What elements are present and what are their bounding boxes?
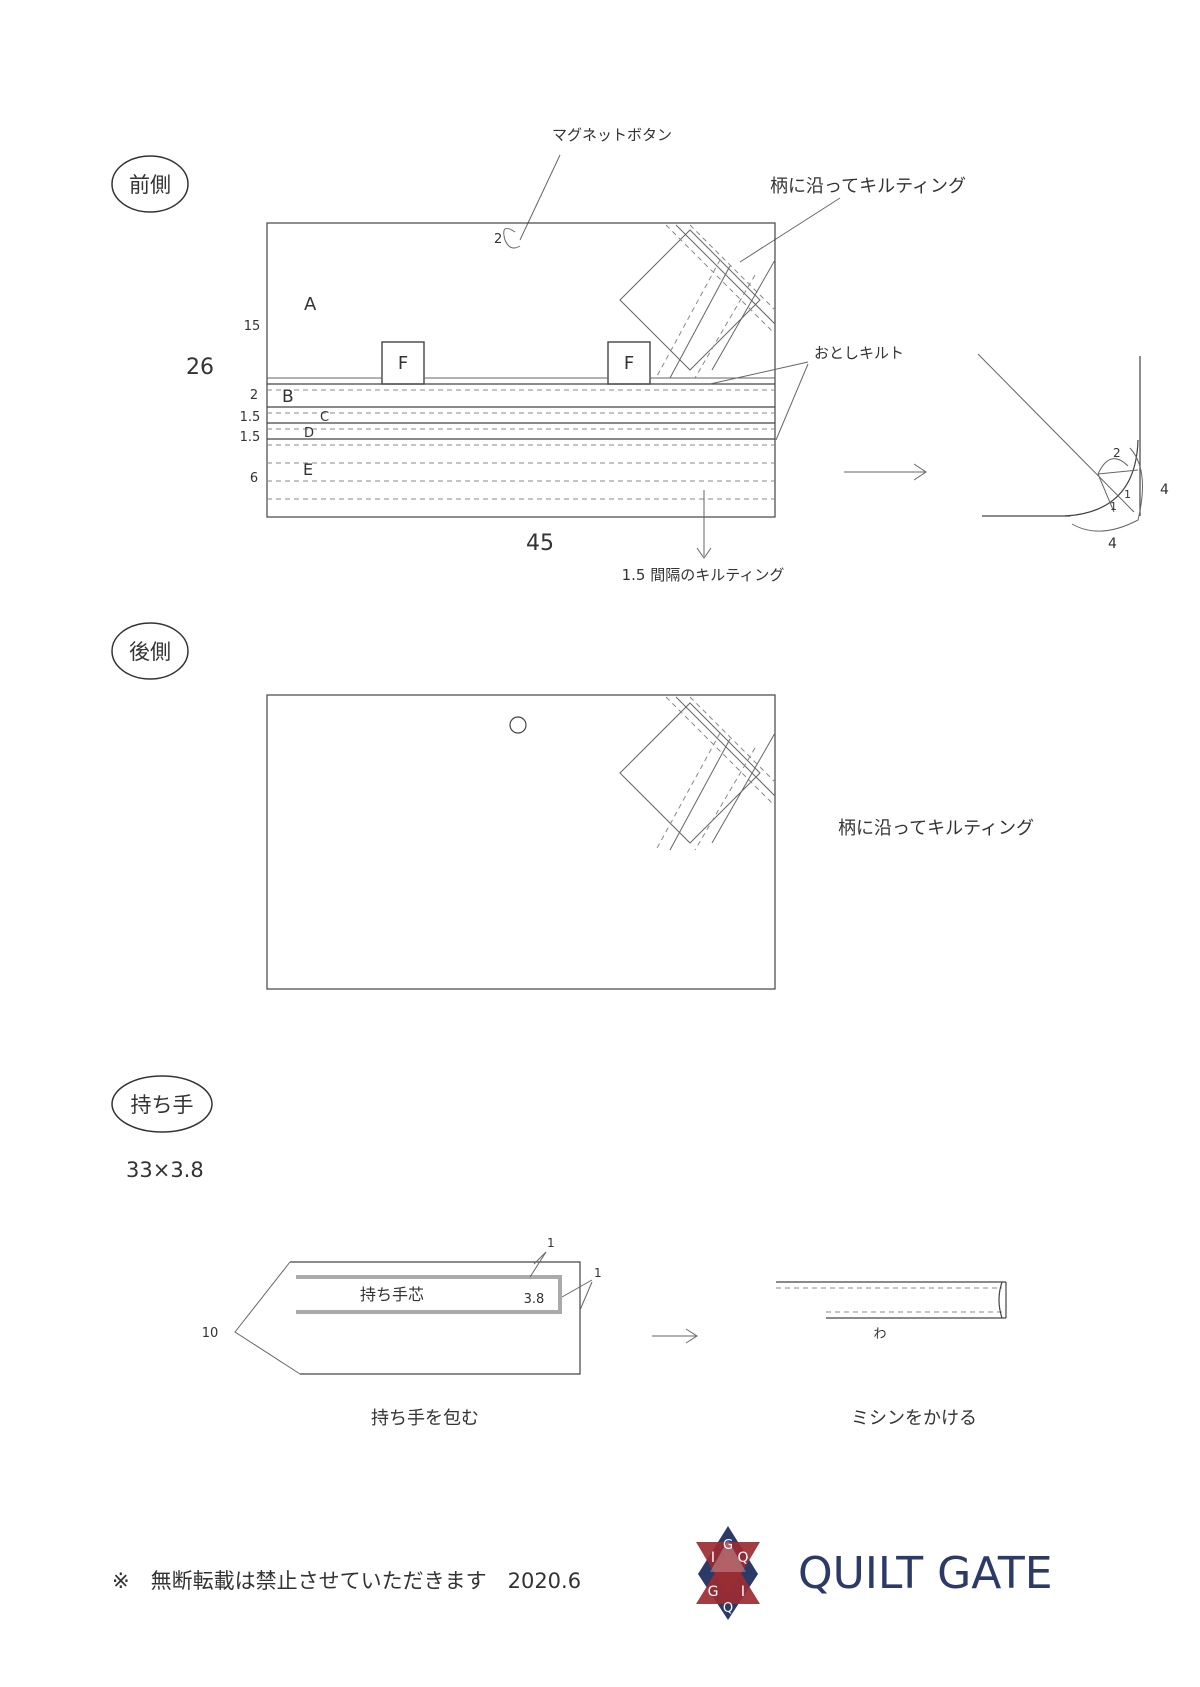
- corner-detail: 2 1 1 4 4: [977, 353, 1169, 552]
- sew-caption: ミシンをかける: [851, 1408, 977, 1429]
- spacing-quilting-label: 1.5 間隔のキルティング: [622, 566, 785, 584]
- height-dim-label: 26: [186, 355, 214, 380]
- logo-letter-6: I: [741, 1584, 745, 1600]
- back-panel: [266, 694, 776, 990]
- handle-core-label: 持ち手芯: [360, 1285, 424, 1304]
- dim-d-label: 1.5: [240, 430, 261, 445]
- tab-f-left-label: F: [398, 353, 408, 374]
- copyright-notice: ※ 無断転載は禁止させていただきます 2020.6: [112, 1569, 581, 1593]
- handle-sewn-diagram: わ ミシンをかける: [776, 1281, 1007, 1429]
- dim-b-label: 2: [250, 388, 258, 403]
- corner-side-label: 4: [1160, 482, 1169, 498]
- logo-letter-5: G: [723, 1538, 733, 1553]
- brand-name: QUILT GATE: [798, 1548, 1053, 1599]
- magnet-button-label: マグネットボタン: [552, 126, 672, 144]
- dim-c-label: 1.5: [240, 410, 261, 425]
- back-section-title: 後側: [129, 640, 171, 664]
- magnet-size-label: 2: [494, 232, 502, 247]
- front-section-title: 前側: [129, 173, 171, 197]
- dim-a-label: 15: [244, 319, 261, 334]
- seam-top-label: 1: [547, 1236, 555, 1250]
- logo-letter-4: Q: [723, 1601, 733, 1616]
- quilt-gate-logo: Q I G Q G I: [696, 1526, 760, 1620]
- tab-f-right-label: F: [624, 353, 634, 374]
- front-section-badge: [111, 155, 189, 213]
- fold-mark-label: わ: [873, 1327, 886, 1342]
- drop-quilt-label: おとしキルト: [814, 344, 904, 362]
- part-c-label: C: [320, 410, 329, 425]
- front-diamond-pattern: [619, 224, 776, 379]
- back-diamond-pattern: [619, 696, 776, 851]
- part-a-label: A: [304, 294, 317, 315]
- corner-r1a-label: 1: [1124, 488, 1131, 501]
- corner-r2-label: 2: [1113, 446, 1121, 460]
- handle-size-label: 33×3.8: [126, 1158, 204, 1182]
- part-d-label: D: [304, 426, 314, 441]
- fold-length-label: 10: [202, 1326, 219, 1341]
- handle-wrap-diagram: 持ち手芯 3.8 1 1 10 持ち手を包む: [202, 1236, 602, 1429]
- pattern-quilting-label: 柄に沿ってキルティング: [770, 176, 966, 197]
- back-section-badge: [111, 622, 189, 680]
- width-dim-label: 45: [526, 531, 554, 556]
- logo-letter-3: G: [708, 1584, 719, 1600]
- part-e-label: E: [303, 460, 313, 479]
- wrap-caption: 持ち手を包む: [371, 1408, 479, 1429]
- back-pattern-quilting-label: 柄に沿ってキルティング: [838, 818, 1034, 839]
- back-magnet-circle: [509, 716, 527, 734]
- handle-section-badge: [111, 1075, 213, 1133]
- part-b-label: B: [282, 387, 294, 407]
- logo-letter-1: Q: [737, 1550, 748, 1566]
- seam-right-label: 1: [594, 1266, 602, 1280]
- handle-section-title: 持ち手: [131, 1093, 194, 1117]
- corner-r1b-label: 1: [1110, 500, 1117, 513]
- handle-core-width-label: 3.8: [524, 1292, 545, 1307]
- front-panel: [266, 222, 776, 518]
- corner-bottom-label: 4: [1108, 536, 1117, 552]
- dim-e-label: 6: [250, 471, 258, 486]
- logo-letter-2: I: [711, 1550, 715, 1566]
